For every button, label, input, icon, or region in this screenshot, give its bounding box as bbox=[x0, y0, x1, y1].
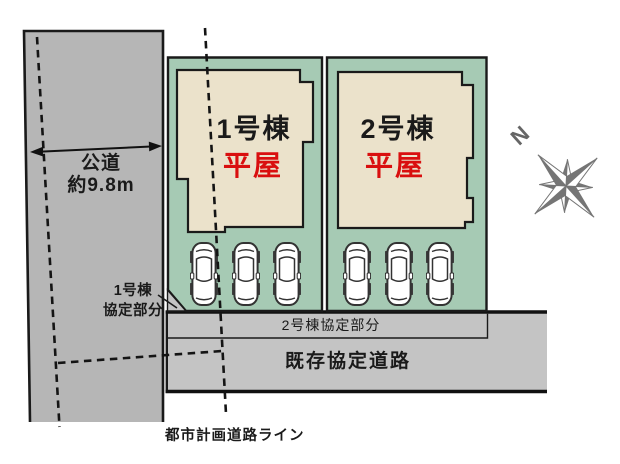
lot1-agreement-pointer bbox=[157, 294, 178, 309]
building-2-name: 2号棟 bbox=[360, 114, 436, 144]
building-2-footprint bbox=[336, 70, 475, 230]
lot1-agreement-wedge bbox=[166, 288, 188, 312]
car-top-view-icons-lot2 bbox=[343, 242, 454, 306]
public-road-label: 公道 約9.8m bbox=[67, 153, 134, 197]
car-top-view-icons-lot1 bbox=[190, 242, 301, 306]
city-planning-road-line-label: 都市計画道路ライン bbox=[165, 428, 305, 444]
lot2-agreement-label: 2号棟協定部分 bbox=[281, 317, 381, 333]
road-width-arrow bbox=[30, 141, 162, 157]
building-1-name: 1号棟 bbox=[216, 114, 292, 144]
building-1-footprint bbox=[175, 68, 315, 234]
city-planning-road-dashed-lines bbox=[35, 27, 228, 428]
building-2-type: 平屋 bbox=[364, 150, 426, 181]
public-road-area bbox=[22, 29, 165, 423]
existing-agreement-road-label: 既存協定道路 bbox=[284, 351, 412, 372]
public-road-name: 公道 bbox=[80, 153, 121, 174]
lot1-agreement-label: 1号棟 協定部分 bbox=[103, 283, 163, 319]
compass-rose-icon bbox=[534, 154, 598, 218]
building-1-type: 平屋 bbox=[222, 150, 284, 181]
public-road-width: 約9.8m bbox=[67, 174, 135, 196]
